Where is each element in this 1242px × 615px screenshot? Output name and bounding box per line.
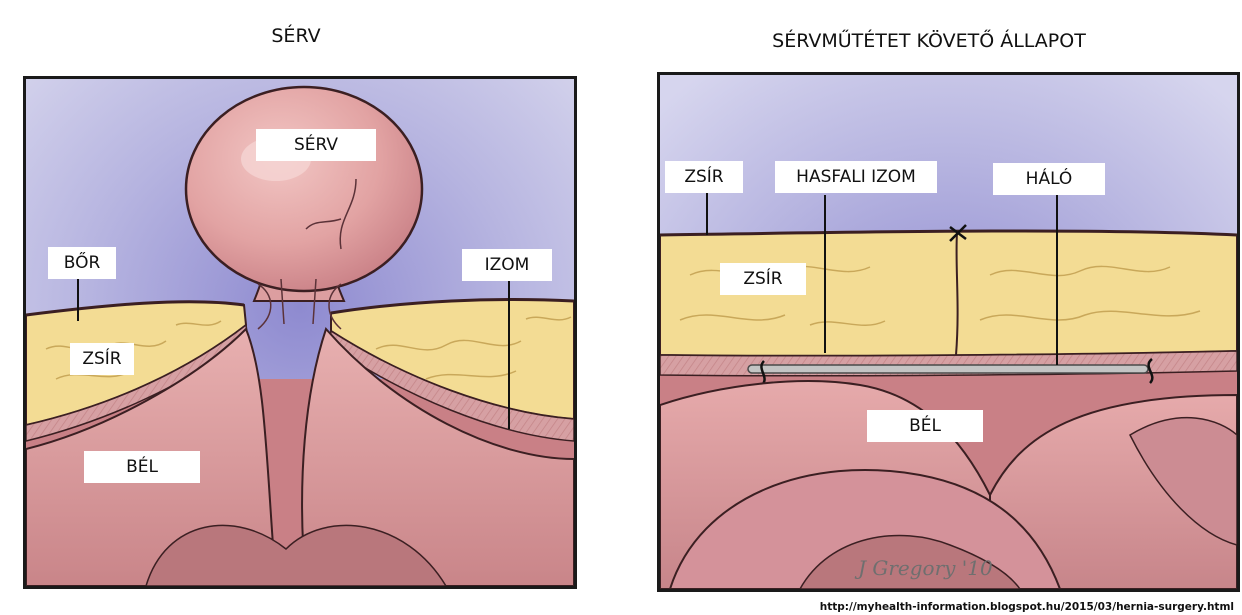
artist-signature: J Gregory '10 [858,556,993,580]
skin-label: BŐR [48,247,116,279]
hernia-label: SÉRV [256,129,376,161]
right-panel-title: SÉRVMŰTÉTET KÖVETŐ ÁLLAPOT [700,22,1158,60]
left-panel-title: SÉRV [165,17,427,55]
source-credit: http://myhealth-information.blogspot.hu/… [820,601,1234,613]
fat-top-label: ZSÍR [665,161,743,193]
post-surgery-illustration [657,72,1240,592]
post-surgery-drawing [660,75,1237,589]
bowel-label-left: BÉL [84,451,200,483]
muscle-label: IZOM [462,249,552,281]
fat-label-left: ZSÍR [70,343,134,375]
mesh-strip [748,365,1148,373]
fat-label-right: ZSÍR [720,263,806,295]
abdominal-muscle-label: HASFALI IZOM [775,161,937,193]
bowel-label-right: BÉL [867,410,983,442]
mesh-label: HÁLÓ [993,163,1105,195]
